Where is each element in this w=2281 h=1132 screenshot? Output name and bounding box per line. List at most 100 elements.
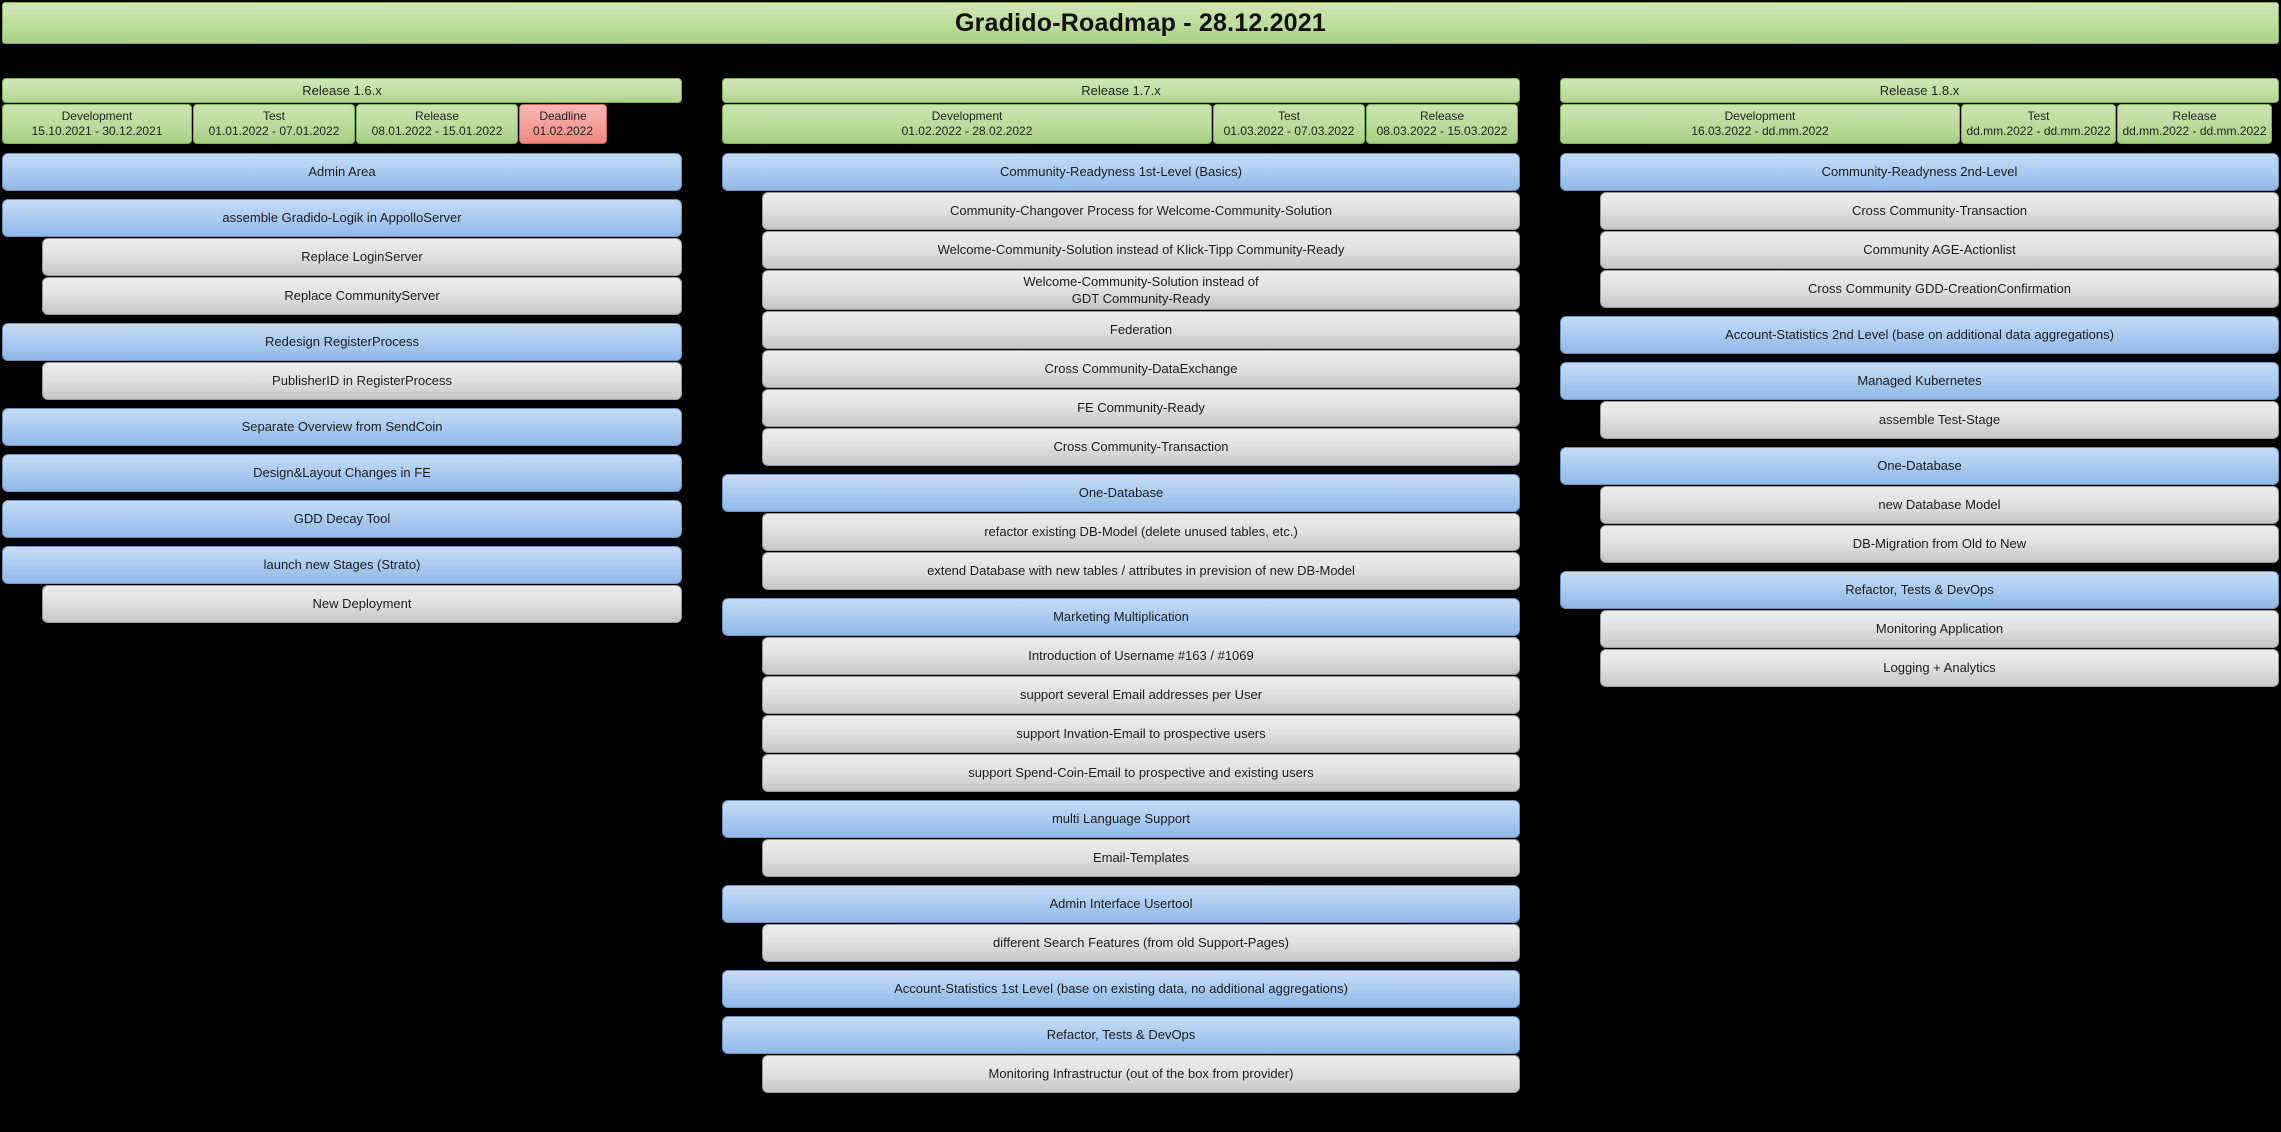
task-sub[interactable]: support Spend-Coin-Email to prospective … [762, 754, 1520, 792]
phase-dates: 01.02.2022 [532, 124, 594, 138]
phase-dates: 15.10.2021 - 30.12.2021 [31, 124, 163, 138]
phase-name: Release [2172, 109, 2217, 123]
task-main[interactable]: GDD Decay Tool [2, 500, 682, 538]
phase-name: Test [262, 109, 285, 123]
task-sub[interactable]: Federation [762, 311, 1520, 349]
subtask-wrap: different Search Features (from old Supp… [762, 924, 1520, 962]
task-list: Community-Readyness 1st-Level (Basics)Co… [722, 153, 1520, 1093]
phase-dates: 08.01.2022 - 15.01.2022 [371, 124, 503, 138]
page-title: Gradido-Roadmap - 28.12.2021 [954, 8, 1326, 37]
task-group: Account-Statistics 1st Level (base on ex… [722, 970, 1520, 1008]
task-sub[interactable]: refactor existing DB-Model (delete unuse… [762, 513, 1520, 551]
task-sub[interactable]: Cross Community-Transaction [1600, 192, 2279, 230]
task-list: Admin Area assemble Gradido-Logik in Appo… [2, 153, 682, 623]
subtask-wrap: refactor existing DB-Model (delete unuse… [762, 513, 1520, 590]
task-sub[interactable]: Welcome-Community-Solution instead of Kl… [762, 231, 1520, 269]
phase-name: Development [61, 109, 133, 123]
task-main[interactable]: multi Language Support [722, 800, 1520, 838]
task-sub[interactable]: Logging + Analytics [1600, 649, 2279, 687]
phase-name: Development [1724, 109, 1796, 123]
task-sub[interactable]: Cross Community GDD-CreationConfirmation [1600, 270, 2279, 308]
task-group: launch new Stages (Strato)New Deployment [2, 546, 682, 623]
phase-dates: 08.03.2022 - 15.03.2022 [1376, 124, 1508, 138]
task-sub[interactable]: DB-Migration from Old to New [1600, 525, 2279, 563]
task-sub[interactable]: New Deployment [42, 585, 682, 623]
task-sub[interactable]: assemble Test-Stage [1600, 401, 2279, 439]
phase-name: Test [1277, 109, 1300, 123]
task-group: Account-Statistics 2nd Level (base on ad… [1560, 316, 2279, 354]
task-sub[interactable]: Monitoring Application [1600, 610, 2279, 648]
subtask-wrap: PublisherID in RegisterProcess [42, 362, 682, 400]
task-sub[interactable]: support several Email addresses per User [762, 676, 1520, 714]
task-main[interactable]: Redesign RegisterProcess [2, 323, 682, 361]
phase-dates: 01.01.2022 - 07.01.2022 [208, 124, 340, 138]
task-main[interactable]: Refactor, Tests & DevOps [722, 1016, 1520, 1054]
page-title-bar: Gradido-Roadmap - 28.12.2021 [2, 2, 2279, 44]
task-main[interactable]: Community-Readyness 1st-Level (Basics) [722, 153, 1520, 191]
task-sub[interactable]: PublisherID in RegisterProcess [42, 362, 682, 400]
task-main[interactable]: Admin Area [2, 153, 682, 191]
phase-dates: 01.02.2022 - 28.02.2022 [901, 124, 1033, 138]
phase-name: Release [414, 109, 460, 123]
task-sub[interactable]: Monitoring Infrastructur (out of the box… [762, 1055, 1520, 1093]
task-sub[interactable]: Community-Changover Process for Welcome-… [762, 192, 1520, 230]
task-sub[interactable]: new Database Model [1600, 486, 2279, 524]
task-main[interactable]: Refactor, Tests & DevOps [1560, 571, 2279, 609]
task-group: Design&Layout Changes in FE [2, 454, 682, 492]
task-main[interactable]: Community-Readyness 2nd-Level [1560, 153, 2279, 191]
phase-name: Test [2027, 109, 2050, 123]
subtask-wrap: Email-Templates [762, 839, 1520, 877]
task-sub[interactable]: FE Community-Ready [762, 389, 1520, 427]
task-sub[interactable]: extend Database with new tables / attrib… [762, 552, 1520, 590]
phase-name: Development [931, 109, 1003, 123]
task-sub[interactable]: Cross Community-DataExchange [762, 350, 1520, 388]
task-sub[interactable]: different Search Features (from old Supp… [762, 924, 1520, 962]
task-sub[interactable]: Introduction of Username #163 / #1069 [762, 637, 1520, 675]
subtask-wrap: assemble Test-Stage [1600, 401, 2279, 439]
task-main[interactable]: Admin Interface Usertool [722, 885, 1520, 923]
task-main[interactable]: One-Database [722, 474, 1520, 512]
task-sub[interactable]: Welcome-Community-Solution instead of GD… [762, 270, 1520, 310]
task-sub[interactable]: Cross Community-Transaction [762, 428, 1520, 466]
task-main[interactable]: Separate Overview from SendCoin [2, 408, 682, 446]
task-main[interactable]: Managed Kubernetes [1560, 362, 2279, 400]
task-main[interactable]: launch new Stages (Strato) [2, 546, 682, 584]
task-main[interactable]: assemble Gradido-Logik in AppolloServer [2, 199, 682, 237]
task-sub[interactable]: Email-Templates [762, 839, 1520, 877]
task-main[interactable]: Design&Layout Changes in FE [2, 454, 682, 492]
task-sub[interactable]: Community AGE-Actionlist [1600, 231, 2279, 269]
task-sub[interactable]: Replace LoginServer [42, 238, 682, 276]
release-title-3: Release 1.8.x [1560, 78, 2279, 103]
task-main[interactable]: One-Database [1560, 447, 2279, 485]
task-main[interactable]: Marketing Multiplication [722, 598, 1520, 636]
task-main[interactable]: Account-Statistics 1st Level (base on ex… [722, 970, 1520, 1008]
task-sub[interactable]: Replace CommunityServer [42, 277, 682, 315]
task-sub[interactable]: support Invation-Email to prospective us… [762, 715, 1520, 753]
task-main[interactable]: Account-Statistics 2nd Level (base on ad… [1560, 316, 2279, 354]
phase-dates: 01.03.2022 - 07.03.2022 [1223, 124, 1355, 138]
